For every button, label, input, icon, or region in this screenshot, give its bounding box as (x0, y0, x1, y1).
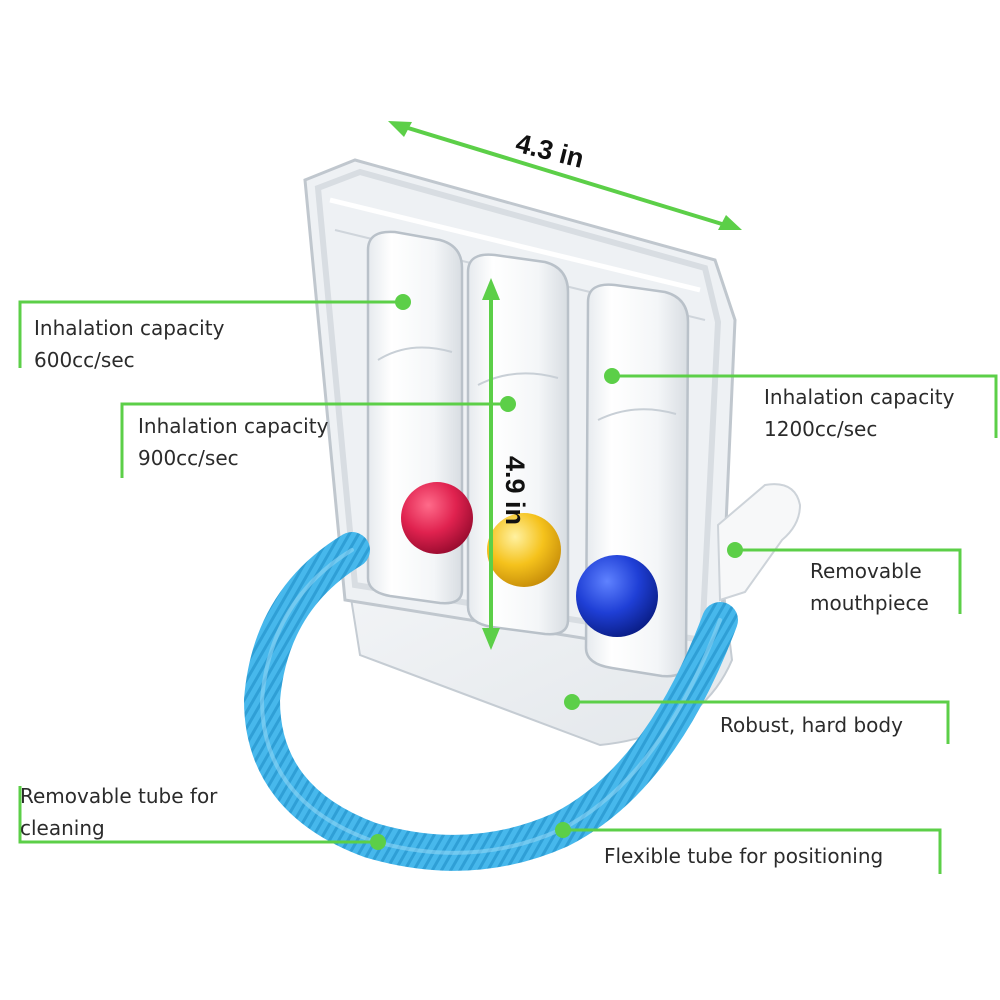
callout-body (564, 694, 950, 744)
callout-mouthpiece (727, 542, 962, 614)
red-ball (401, 482, 473, 554)
mouthpiece (716, 483, 802, 602)
callout-1200 (604, 368, 998, 438)
callout-900 (120, 396, 516, 478)
label-tube-flexible: Flexible tube for positioning (604, 844, 884, 868)
yellow-ball (487, 513, 561, 587)
label-capacity-600: Inhalation capacity 600cc/sec (34, 316, 225, 372)
height-dimension-label: 4.9 in (500, 455, 531, 526)
height-arrow (482, 278, 500, 650)
label-tube-cleaning: Removable tube for cleaning (20, 784, 218, 840)
label-mouthpiece: Removable mouthpiece (810, 559, 929, 615)
callout-tube-cleaning (18, 786, 386, 850)
callout-600 (18, 294, 411, 368)
label-capacity-1200: Inhalation capacity 1200cc/sec (764, 385, 955, 441)
callout-tube-flexible (555, 822, 942, 874)
width-arrow (388, 121, 742, 230)
blue-ball (576, 555, 658, 637)
label-body: Robust, hard body (720, 713, 903, 737)
label-capacity-900: Inhalation capacity 900cc/sec (138, 414, 329, 470)
